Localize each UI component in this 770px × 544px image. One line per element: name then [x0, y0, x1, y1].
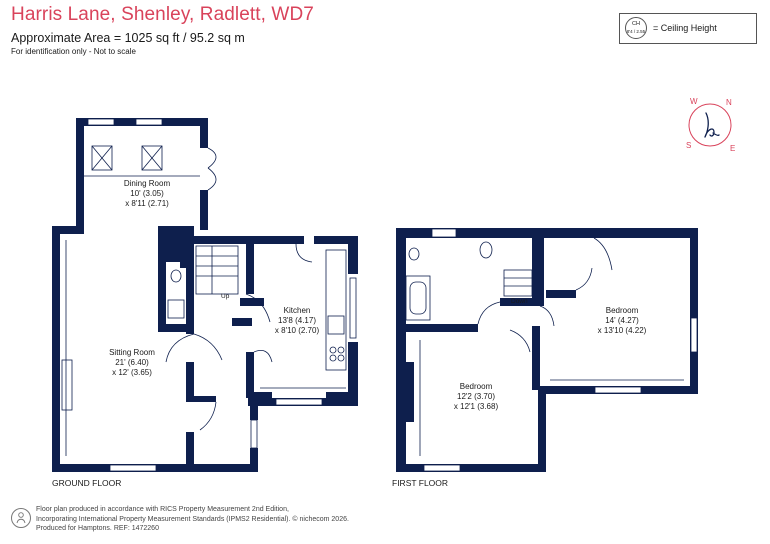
rics-icon [11, 508, 31, 528]
room-dining-room: Dining Room 10' (3.05) x 8'11 (2.71) [102, 179, 192, 209]
room-name: Bedroom [459, 382, 493, 391]
room-bedroom-2: Bedroom 12'2 (3.70) x 12'1 (3.68) [436, 382, 516, 412]
rics-mark-icon [16, 512, 26, 524]
room-name: Kitchen [283, 306, 311, 315]
room-name: Dining Room [123, 179, 171, 188]
first-floor-openings [423, 228, 698, 472]
room-bedroom-1: Bedroom 14' (4.27) x 13'10 (4.22) [582, 306, 662, 336]
footer-line-2: Incorporating International Property Mea… [36, 515, 349, 523]
room-dimension-1: 14' (4.27) [605, 316, 639, 325]
stairs-up-label: Up [221, 293, 230, 300]
compass-east: E [730, 144, 736, 153]
compass-north: N [726, 98, 732, 107]
room-name: Bedroom [605, 306, 639, 315]
footer-line-1: Floor plan produced in accordance with R… [36, 506, 289, 513]
compass-south: S [686, 141, 692, 150]
room-dimension-1: 13'8 (4.17) [278, 316, 316, 325]
first-floor-walls [396, 228, 698, 472]
compass-logo-icon [688, 103, 732, 147]
stairs-down-label: Down [511, 298, 528, 305]
page-title: Harris Lane, Shenley, Radlett, WD7 [11, 4, 314, 25]
room-dimension-2: x 8'10 (2.70) [274, 326, 320, 335]
identification-note: For identification only - Not to scale [11, 47, 136, 56]
ceiling-height-symbol-top: CH [632, 21, 640, 27]
first-floor-details [405, 237, 684, 456]
footer-credits: Floor plan produced in accordance with R… [36, 505, 349, 534]
room-dimension-1: 21' (6.40) [115, 358, 149, 367]
room-name: Sitting Room [109, 348, 155, 357]
room-dimension-2: x 12' (3.65) [112, 368, 152, 377]
ceiling-height-label: = Ceiling Height [653, 23, 717, 33]
first-floor-label: FIRST FLOOR [392, 478, 449, 488]
ceiling-height-symbol-bottom: 8'4 / 2.55 [626, 29, 646, 34]
approximate-area: Approximate Area = 1025 sq ft / 95.2 sq … [11, 31, 245, 45]
room-sitting-room: Sitting Room 21' (6.40) x 12' (3.65) [88, 348, 176, 378]
room-dimension-2: x 13'10 (4.22) [597, 326, 647, 335]
room-dimension-2: x 12'1 (3.68) [453, 402, 499, 411]
room-dimension-1: 12'2 (3.70) [457, 392, 495, 401]
ground-floor-walls [52, 118, 358, 472]
compass-west: W [690, 97, 698, 106]
ground-floor-details [65, 145, 347, 456]
room-dimension-1: 10' (3.05) [130, 189, 164, 198]
ceiling-height-legend: CH 8'4 / 2.55 = Ceiling Height [619, 13, 757, 44]
compass-logo: W N S E [680, 95, 740, 155]
room-kitchen: Kitchen 13'8 (4.17) x 8'10 (2.70) [262, 306, 332, 336]
room-dimension-2: x 8'11 (2.71) [125, 199, 169, 208]
ceiling-height-icon: CH 8'4 / 2.55 [625, 17, 647, 39]
footer-line-3: Produced for Hamptons. REF: 1472260 [36, 525, 159, 532]
ground-floor-label: GROUND FLOOR [52, 478, 122, 488]
ground-floor-openings [61, 118, 357, 472]
